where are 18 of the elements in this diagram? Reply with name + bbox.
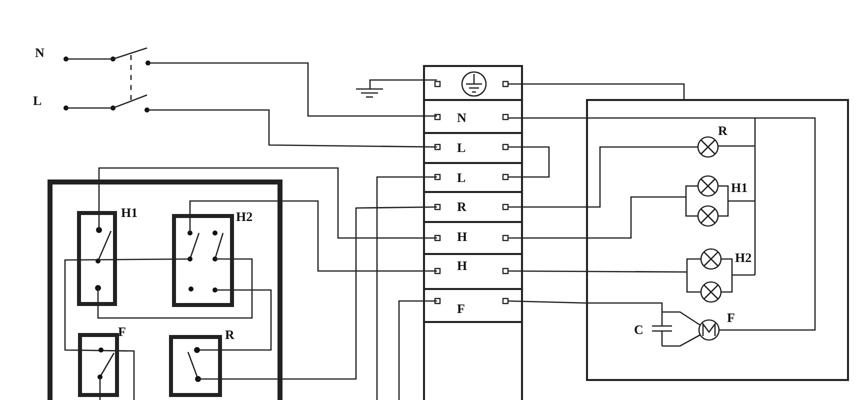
component-label: C — [634, 323, 644, 336]
terminal-label: L — [457, 141, 466, 154]
switch-label: H1 — [121, 206, 138, 219]
switch-label: N — [35, 46, 44, 59]
component-label: R — [718, 124, 728, 137]
switch-label: H2 — [236, 210, 253, 223]
terminal-label: N — [457, 111, 466, 124]
terminal-label: R — [457, 200, 466, 213]
component-label: F — [727, 311, 735, 324]
component-label: H1 — [731, 181, 748, 194]
switch-label: R — [225, 328, 234, 341]
terminal-label: L — [457, 171, 466, 184]
switch-label: F — [118, 325, 126, 338]
terminal-label: F — [457, 302, 465, 315]
switch-label: L — [33, 94, 42, 107]
terminal-label: H — [457, 230, 468, 243]
component-label: H2 — [735, 251, 752, 264]
terminal-label: H — [457, 259, 468, 272]
